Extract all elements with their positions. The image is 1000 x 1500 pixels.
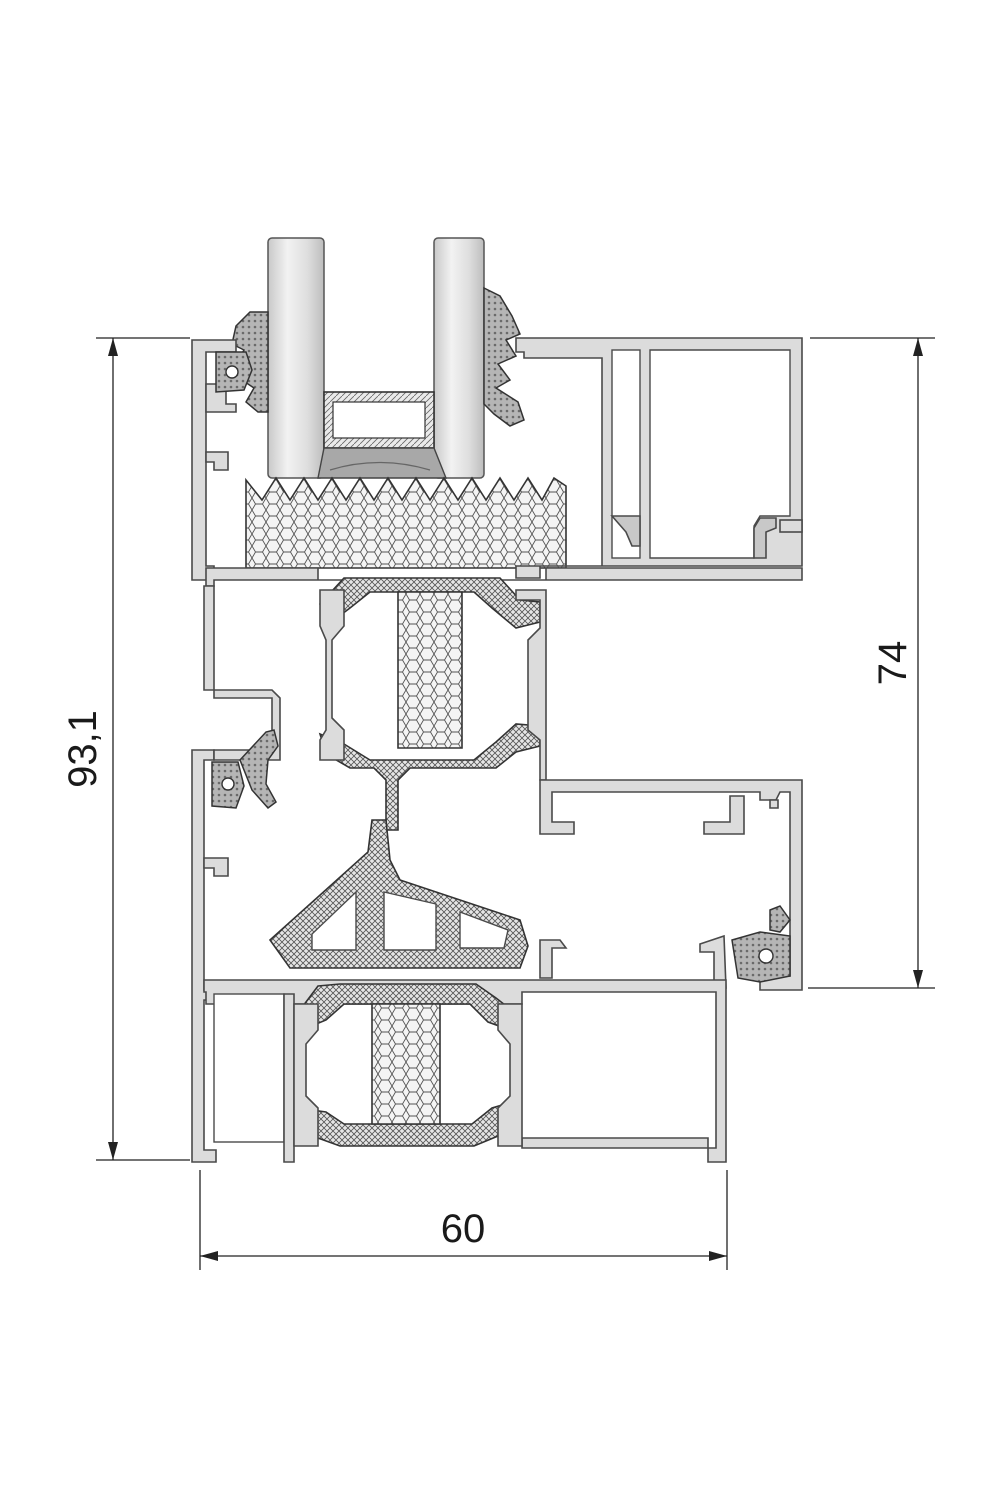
dimension-overall-width: 60 — [199, 1170, 728, 1270]
overall-height-label: 93,1 — [61, 710, 105, 788]
spacer-cavity — [332, 401, 426, 439]
frame-outer-wall — [191, 749, 217, 1163]
frame-height-label: 74 — [871, 641, 915, 686]
dimension-frame-height: 74 — [808, 337, 935, 989]
lower-thermal-break — [293, 983, 523, 1147]
sash-profile — [191, 337, 803, 587]
dimension-overall-height: 93,1 — [61, 337, 190, 1161]
lower-break-foam — [371, 1003, 441, 1125]
seals — [211, 351, 791, 983]
glass-pane-outer — [267, 237, 325, 479]
frame-profile — [191, 585, 803, 1163]
overall-width-label: 60 — [441, 1207, 486, 1251]
frame-chamber-void — [213, 993, 285, 1143]
glazing-insulation-foam — [245, 476, 567, 569]
upper-thermal-break — [318, 577, 547, 831]
upper-break-foam — [397, 591, 463, 749]
sash-seal-tube — [225, 365, 239, 379]
sash-chamber-void-2 — [649, 349, 791, 559]
inner-glazing-gasket — [483, 286, 525, 427]
glazing-unit — [267, 237, 485, 479]
glass-pane-inner — [433, 237, 485, 479]
sash-outer-wall — [191, 339, 237, 581]
